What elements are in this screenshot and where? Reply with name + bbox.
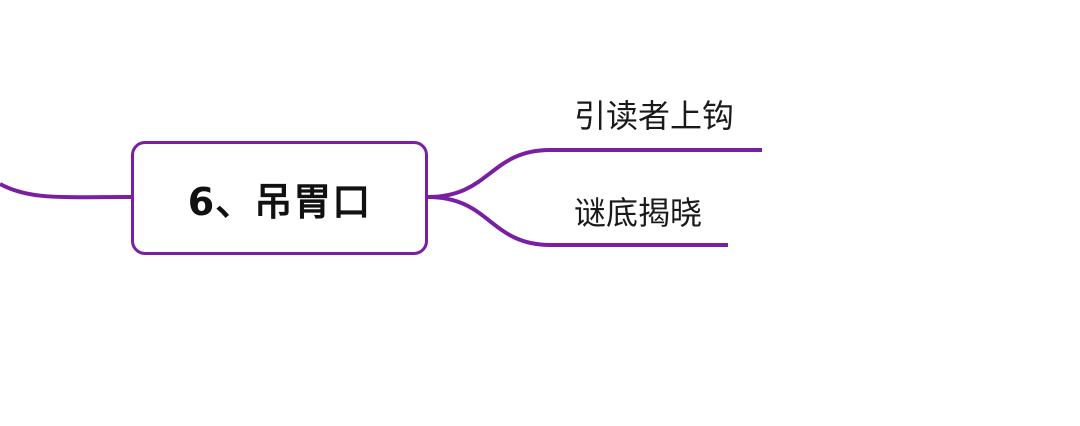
central-topic-node[interactable]: 6、吊胃口 xyxy=(131,141,428,255)
parent-connector xyxy=(0,182,132,200)
branch-connector-top xyxy=(427,148,762,199)
central-topic-label: 6、吊胃口 xyxy=(187,179,372,224)
branch-topic-reveal-answer[interactable]: 谜底揭晓 xyxy=(574,194,703,232)
branch-connector-bottom xyxy=(427,195,728,247)
branch-topic-hook-readers[interactable]: 引读者上钩 xyxy=(574,97,735,135)
